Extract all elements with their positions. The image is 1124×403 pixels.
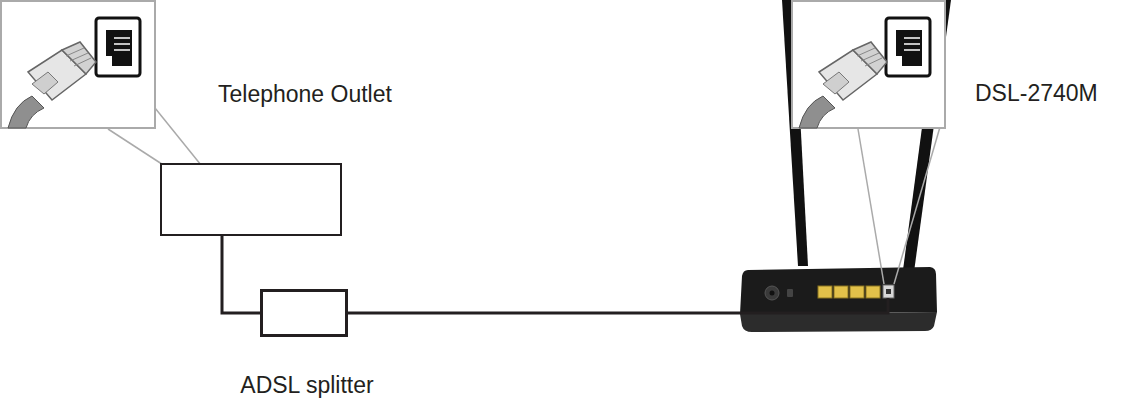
lan-port <box>866 286 880 298</box>
router: DSL-2740M <box>745 262 935 298</box>
detail-inset <box>792 1 945 128</box>
lan-port <box>850 286 864 298</box>
telephone-outlet: Telephone Outlet <box>160 163 342 236</box>
leader-line <box>858 129 884 284</box>
cable-line <box>348 298 888 313</box>
leader-line <box>894 110 945 284</box>
detail-inset <box>1 1 155 128</box>
node-label: ADSL splitter <box>240 372 373 398</box>
dsl-port <box>883 285 894 298</box>
lan-port <box>818 286 832 298</box>
router-body <box>740 267 937 314</box>
power-button <box>787 289 793 297</box>
dsl-port <box>886 289 891 294</box>
cable-line <box>222 236 260 313</box>
node-label: Telephone Outlet <box>218 81 392 107</box>
power-jack <box>765 286 779 300</box>
adsl-splitter: ADSL splitter <box>260 289 348 337</box>
lan-port <box>834 286 848 298</box>
power-jack <box>770 291 775 296</box>
node-label: DSL-2740M <box>975 80 1098 106</box>
router-base <box>740 312 937 332</box>
